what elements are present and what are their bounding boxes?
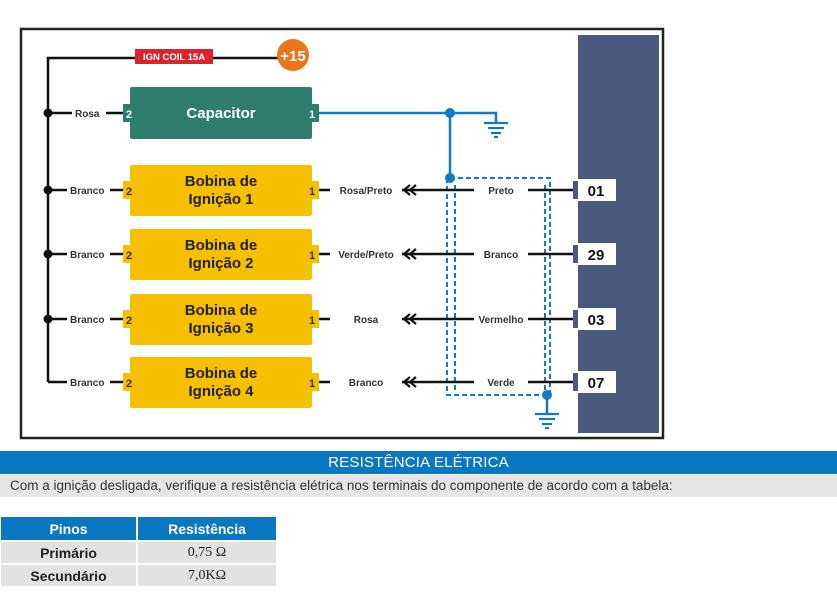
- ecu-wire-label: Preto: [488, 186, 514, 197]
- table-row: Secundário 7,0KΩ: [1, 563, 278, 586]
- coil-pin-left-label: 2: [126, 186, 132, 198]
- shield-dashed-wire-inner: [454, 185, 546, 390]
- ecu-pin-label: 07: [588, 375, 605, 392]
- ecu-wire-label: Verde: [487, 378, 515, 389]
- coil-label-line1: Bobina de: [185, 302, 258, 319]
- section-title: RESISTÊNCIA ELÉTRICA: [328, 454, 509, 471]
- coil-pin-right-label: 1: [309, 315, 315, 327]
- capacitor-ground-wire: [319, 111, 498, 122]
- ecu-wire-label: Branco: [484, 250, 518, 261]
- ecu-pin-label: 01: [588, 183, 605, 200]
- label-bg: [330, 248, 402, 260]
- coil-right-wire-label: Branco: [349, 378, 383, 389]
- ecu-pin-tab: [573, 245, 578, 263]
- coil-label-line2: Ignição 4: [188, 383, 254, 400]
- cell-pin: Secundário: [1, 563, 138, 586]
- supply-label: +15: [280, 48, 305, 65]
- coil-pin-left-label: 2: [126, 378, 132, 390]
- capacitor-label: Capacitor: [186, 105, 255, 122]
- ground-symbol-icon: [484, 121, 508, 139]
- ecu-pin-box: [578, 371, 616, 393]
- ecu-pin-label: 29: [588, 247, 605, 264]
- coil-pin-2: [123, 310, 132, 328]
- capacitor-pin-right-label: 1: [309, 109, 315, 121]
- instruction-text: Com a ignição desligada, verifique a res…: [0, 475, 837, 497]
- table-header-row: Pinos Resistência: [1, 517, 278, 541]
- coil-pin-2: [123, 373, 132, 391]
- coil-label-line1: Bobina de: [185, 365, 258, 382]
- header-pinos: Pinos: [1, 517, 138, 541]
- ecu-wire-label: Vermelho: [478, 315, 523, 326]
- coil-body: [130, 294, 312, 345]
- label-bg: [474, 313, 528, 325]
- direction-arrow-icon: [402, 313, 417, 325]
- coil-label-line1: Bobina de: [185, 173, 258, 190]
- ecu-pin-tab: [573, 181, 578, 199]
- table-row: Primário 0,75 Ω: [1, 540, 278, 564]
- label-bg: [474, 248, 528, 260]
- coil-left-wire-label: Branco: [70, 378, 104, 389]
- coil-right-wire-label: Rosa/Preto: [340, 186, 393, 197]
- cell-resistance: 7,0KΩ: [137, 563, 278, 586]
- cell-pin: Primário: [1, 540, 138, 564]
- capacitor-pin-2: [123, 104, 132, 122]
- capacitor-pin-left-label: 2: [126, 109, 132, 121]
- resistance-table: Pinos Resistência Primário 0,75 Ω Secund…: [1, 517, 278, 586]
- ecu-pin-box: [578, 308, 616, 330]
- ecu-pin-box: [578, 243, 616, 265]
- ecu-pin-box: [578, 179, 616, 201]
- label-bg: [474, 376, 528, 388]
- ecu-pin-tab: [573, 373, 578, 391]
- direction-arrow-icon: [402, 184, 417, 196]
- coil-pin-left-label: 2: [126, 315, 132, 327]
- coil-pin-right-label: 1: [309, 250, 315, 262]
- coil-pin-1: [310, 373, 319, 391]
- coil-pin-right-label: 1: [309, 186, 315, 198]
- diagram-frame: [19, 27, 665, 440]
- coil-left-wire-label: Branco: [70, 315, 104, 326]
- coil-pin-2: [123, 245, 132, 263]
- direction-arrow-icon: [402, 376, 417, 388]
- coil-label-line2: Ignição 2: [188, 255, 253, 272]
- coil-left-wire-label: Branco: [70, 186, 104, 197]
- capacitor-wire-label: Rosa: [75, 109, 100, 120]
- label-bg: [330, 184, 402, 196]
- coil-pin-1: [310, 310, 319, 328]
- coil-label-line2: Ignição 3: [188, 320, 253, 337]
- coil-pin-right-label: 1: [309, 378, 315, 390]
- coil-pin-2: [123, 181, 132, 199]
- ground-symbol-icon: [535, 412, 559, 430]
- label-bg: [330, 376, 402, 388]
- supply-terminal: [277, 39, 309, 71]
- fuse-label: IGN COIL 15A: [143, 52, 205, 63]
- coil-pin-1: [310, 181, 319, 199]
- direction-arrow-icon: [402, 248, 417, 260]
- coil-pin-1: [310, 245, 319, 263]
- capacitor-pin-1: [310, 104, 319, 122]
- cell-resistance: 0,75 Ω: [137, 540, 278, 564]
- label-bg: [330, 313, 402, 325]
- section-title-bar: RESISTÊNCIA ELÉTRICA: [0, 451, 837, 474]
- coil-body: [130, 229, 312, 280]
- ecu-pin-label: 03: [588, 312, 605, 329]
- ecu-pin-tab: [573, 310, 578, 328]
- coil-label-line1: Bobina de: [185, 237, 258, 254]
- capacitor-body: [130, 87, 312, 139]
- coil-right-wire-label: Rosa: [354, 315, 379, 326]
- ecu-panel: [578, 35, 659, 433]
- fuse-box: [135, 49, 213, 64]
- coil-body: [130, 357, 312, 408]
- coil-label-line2: Ignição 1: [188, 191, 253, 208]
- label-bg: [474, 184, 528, 196]
- coil-right-wire-label: Verde/Preto: [338, 250, 394, 261]
- wiring-diagram: IGN COIL 15A +15 Rosa 2 1 Capacitor Bran…: [19, 27, 665, 440]
- coil-pin-left-label: 2: [126, 250, 132, 262]
- coil-left-wire-label: Branco: [70, 250, 104, 261]
- header-resistencia: Resistência: [137, 517, 278, 541]
- coil-body: [130, 165, 312, 216]
